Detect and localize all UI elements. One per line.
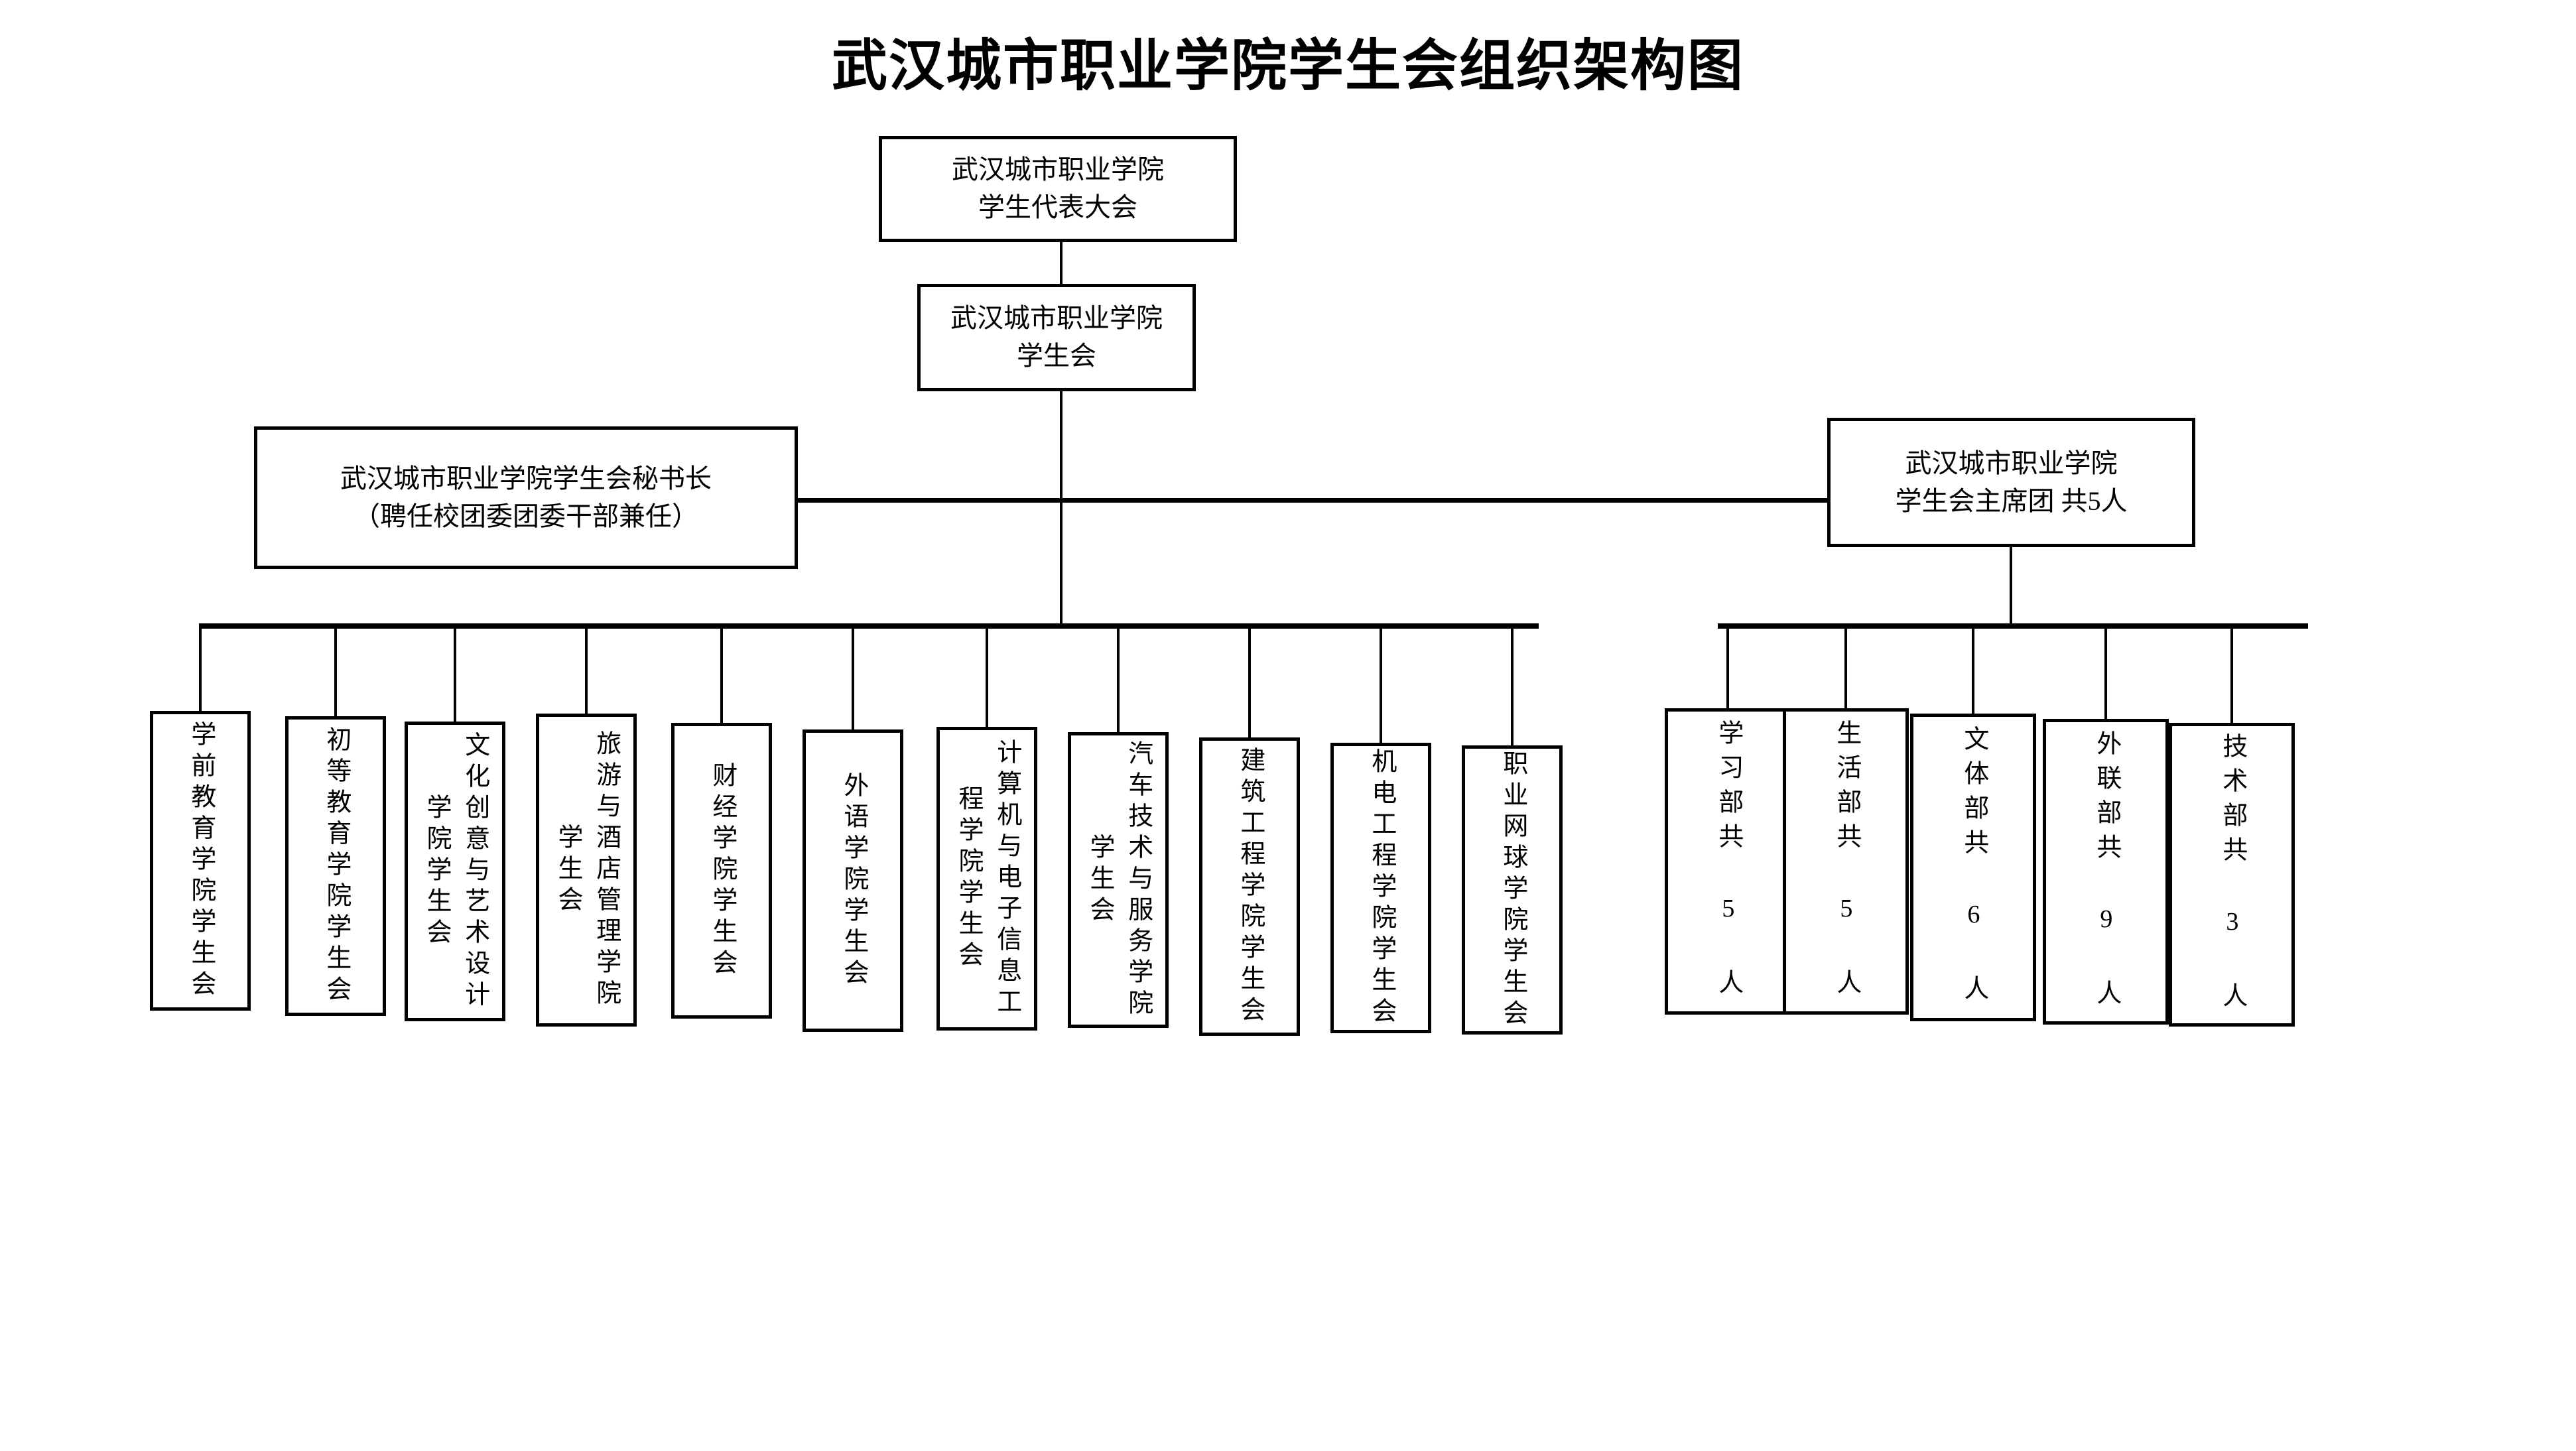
node-department-label: 外联部共 9 人	[2092, 729, 2120, 1014]
node-secretary-general-label: 武汉城市职业学院学生会秘书长 （聘任校团委团委干部兼任）	[340, 463, 712, 531]
connector-bus-to-department-3	[1972, 626, 1974, 714]
node-college-label: 初等教育学院学生会	[322, 726, 350, 1007]
node-college-label: 职业网球学院学生会	[1498, 749, 1527, 1031]
node-department-2[interactable]: 生活部共 5 人	[1783, 708, 1909, 1015]
node-department-4[interactable]: 外联部共 9 人	[2043, 719, 2169, 1025]
node-presidium-label: 武汉城市职业学院 学生会主席团 共5人	[1895, 448, 2128, 516]
node-college-label: 学前教育学院学生会	[186, 720, 215, 1001]
connector-bus-to-college-2	[334, 626, 337, 716]
connector-bus-to-college-10	[1380, 626, 1382, 743]
connector-bus-to-department-5	[2230, 626, 2233, 723]
node-college-label: 旅游与酒店管理学院学生会	[554, 729, 620, 1011]
node-college-label: 文化创意与艺术设计学院学生会	[422, 731, 489, 1012]
connector-secretary-presidium-bar	[795, 498, 1829, 503]
node-college-1[interactable]: 学前教育学院学生会	[150, 711, 251, 1011]
node-college-label: 建筑工程学院学生会	[1236, 746, 1264, 1027]
node-college-6[interactable]: 外语学院学生会	[803, 729, 903, 1032]
node-college-label: 计算机与电子信息工程学院学生会	[954, 738, 1021, 1019]
node-department-label: 技术部共 3 人	[2218, 733, 2246, 1017]
node-student-congress[interactable]: 武汉城市职业学院 学生代表大会	[879, 136, 1237, 242]
node-presidium[interactable]: 武汉城市职业学院 学生会主席团 共5人	[1827, 418, 2195, 547]
node-department-label: 生活部共 5 人	[1832, 720, 1860, 1003]
node-college-label: 外语学院学生会	[839, 771, 868, 990]
connector-bus-to-college-7	[986, 626, 988, 727]
node-college-label: 汽车技术与服务学院学生会	[1086, 739, 1152, 1021]
node-college-label: 财经学院学生会	[708, 761, 736, 980]
bus-bar-departments	[1718, 623, 2308, 629]
node-college-9[interactable]: 建筑工程学院学生会	[1199, 737, 1300, 1036]
connector-bus-to-department-1	[1726, 626, 1729, 708]
connector-union-spine	[1060, 390, 1063, 626]
connector-bus-to-college-9	[1248, 626, 1251, 737]
node-college-11[interactable]: 职业网球学院学生会	[1462, 745, 1563, 1035]
connector-bus-to-college-4	[585, 626, 588, 714]
node-college-7[interactable]: 计算机与电子信息工程学院学生会	[936, 727, 1037, 1031]
connector-bus-to-college-6	[852, 626, 854, 729]
node-college-8[interactable]: 汽车技术与服务学院学生会	[1068, 732, 1169, 1028]
node-college-5[interactable]: 财经学院学生会	[671, 723, 772, 1019]
node-department-3[interactable]: 文体部共 6 人	[1910, 714, 2036, 1021]
node-student-union-label: 武汉城市职业学院 学生会	[950, 303, 1163, 371]
node-college-3[interactable]: 文化创意与艺术设计学院学生会	[405, 722, 505, 1021]
bus-bar-colleges	[199, 623, 1539, 629]
node-college-2[interactable]: 初等教育学院学生会	[285, 716, 386, 1016]
connector-congress-to-union	[1060, 241, 1063, 286]
node-secretary-general[interactable]: 武汉城市职业学院学生会秘书长 （聘任校团委团委干部兼任）	[254, 426, 798, 569]
connector-presidium-spine	[2010, 546, 2012, 627]
connector-bus-to-college-8	[1117, 626, 1120, 732]
node-department-1[interactable]: 学习部共 5 人	[1665, 708, 1791, 1015]
node-college-4[interactable]: 旅游与酒店管理学院学生会	[536, 714, 637, 1027]
connector-bus-to-department-4	[2104, 626, 2107, 719]
connector-bus-to-college-5	[720, 626, 723, 723]
connector-bus-to-college-3	[454, 626, 456, 722]
node-department-label: 学习部共 5 人	[1714, 720, 1742, 1003]
node-department-5[interactable]: 技术部共 3 人	[2169, 723, 2295, 1027]
node-college-label: 机电工程学院学生会	[1367, 747, 1395, 1029]
connector-bus-to-college-11	[1511, 626, 1513, 745]
page-title: 武汉城市职业学院学生会组织架构图	[831, 34, 1744, 97]
connector-bus-to-college-1	[199, 626, 202, 711]
node-college-10[interactable]: 机电工程学院学生会	[1330, 743, 1431, 1033]
connector-bus-to-department-2	[1844, 626, 1847, 708]
node-student-union[interactable]: 武汉城市职业学院 学生会	[917, 284, 1196, 391]
node-department-label: 文体部共 6 人	[1959, 726, 1988, 1009]
node-student-congress-label: 武汉城市职业学院 学生代表大会	[952, 155, 1164, 222]
